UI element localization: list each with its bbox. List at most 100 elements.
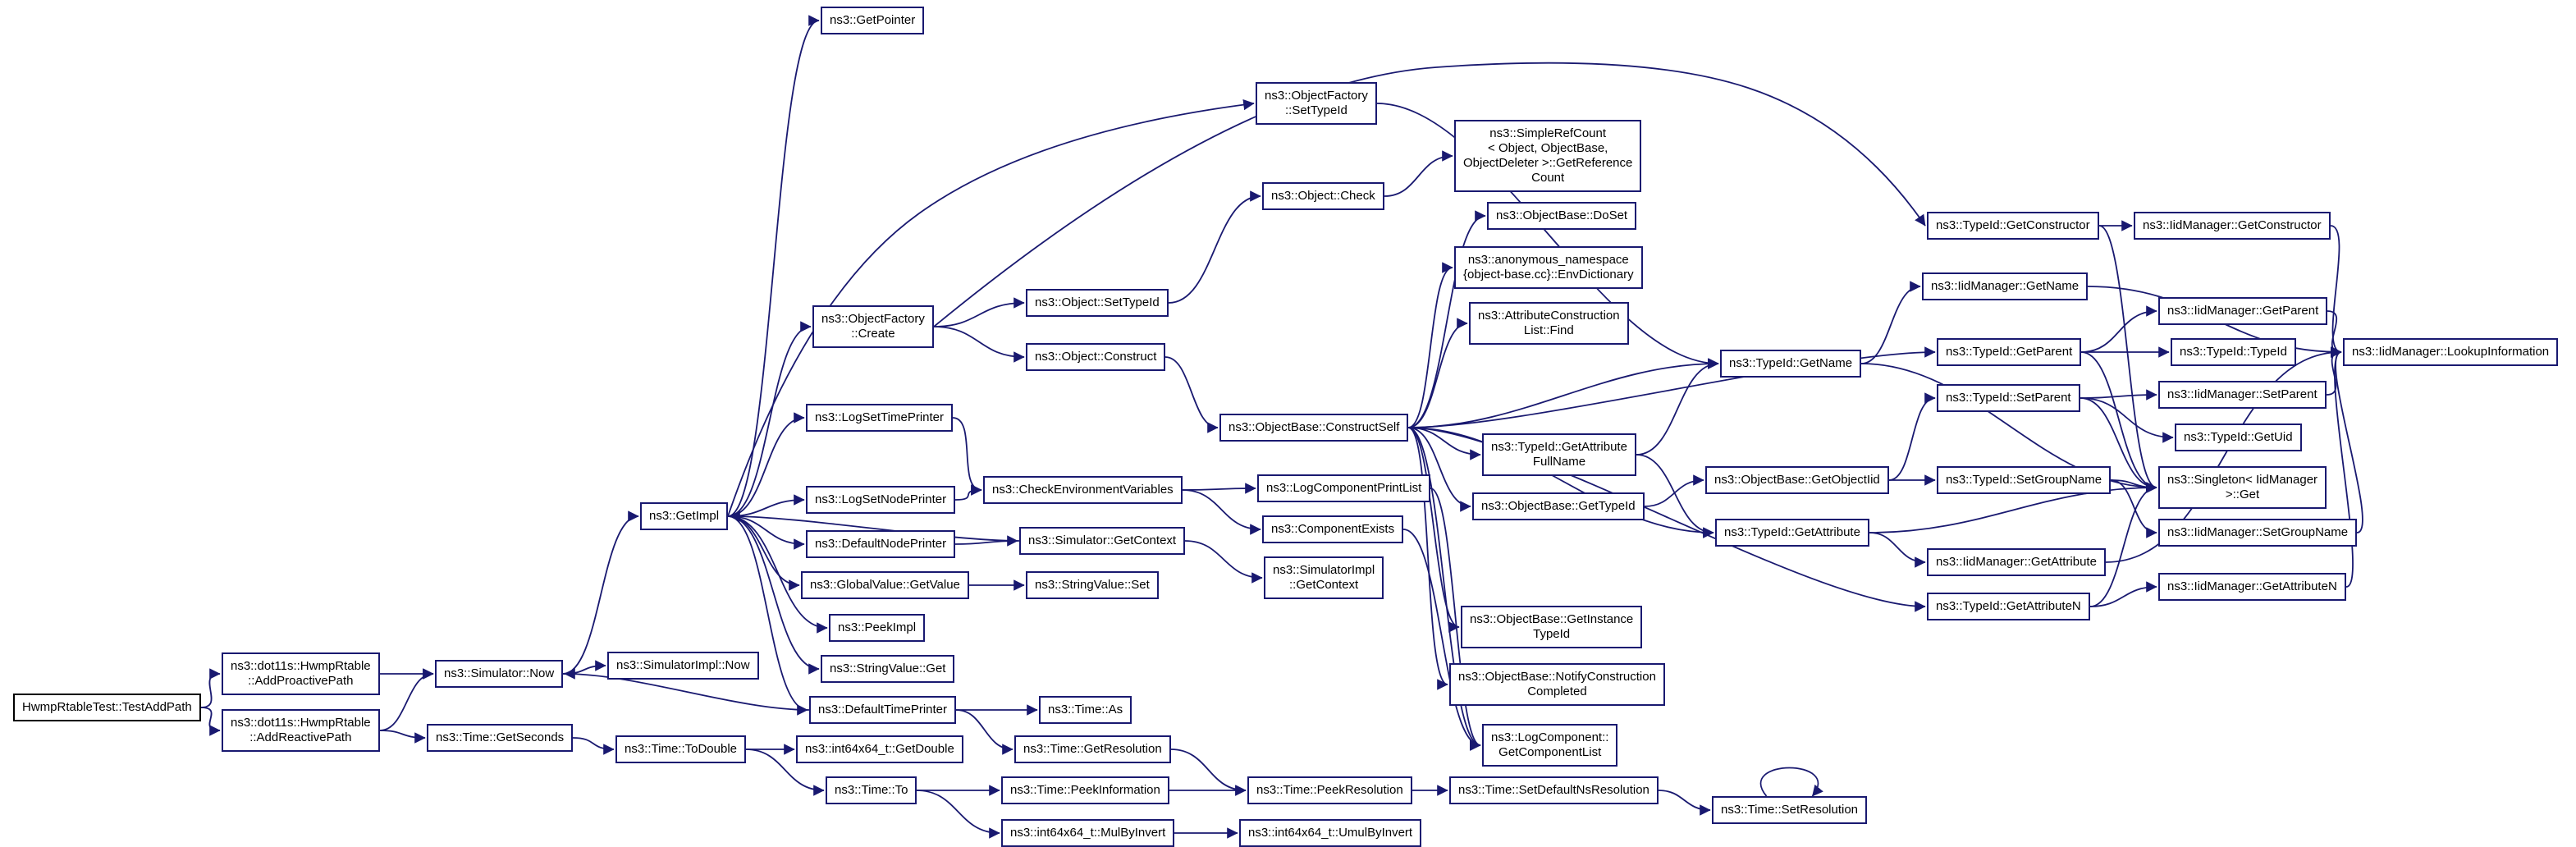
graph-node-offactcreate[interactable]: ns3::ObjectFactory ::Create: [812, 305, 934, 348]
call-edge-iidsetparent-to-lookupinfo: [2326, 346, 2342, 396]
graph-node-getimpl[interactable]: ns3::GetImpl: [640, 502, 729, 530]
graph-node-peekres[interactable]: ns3::Time::PeekResolution: [1247, 776, 1412, 804]
call-edge-tidsetgroup-to-iidsetgroup: [2110, 479, 2157, 538]
call-edge-offactcreate-to-objsettypeid: [933, 297, 1025, 327]
graph-node-aclfind[interactable]: ns3::AttributeConstruction List::Find: [1469, 302, 1629, 345]
graph-node-testaddpath: HwmpRtableTest::TestAddPath: [13, 694, 201, 721]
call-edge-logsetnode-to-checkenv: [954, 484, 982, 501]
graph-node-timeto[interactable]: ns3::Time::To: [826, 776, 917, 804]
graph-node-tidsetgroup[interactable]: ns3::TypeId::SetGroupName: [1937, 466, 2112, 494]
graph-node-iidgetparent[interactable]: ns3::IidManager::GetParent: [2158, 297, 2328, 325]
call-edge-getattrfull-to-tidgetname: [1636, 358, 1719, 456]
graph-node-logsetnode[interactable]: ns3::LogSetNodePrinter: [806, 486, 956, 514]
call-edge-tidsetparent-to-iidsetparent: [2080, 389, 2157, 401]
graph-node-logsettime[interactable]: ns3::LogSetTimePrinter: [806, 404, 954, 432]
graph-node-notifyconstr[interactable]: ns3::ObjectBase::NotifyConstruction Comp…: [1449, 663, 1665, 706]
call-edge-constructself-to-tidgetname: [1407, 358, 1719, 428]
graph-node-tidgetattr[interactable]: ns3::TypeId::GetAttribute: [1715, 519, 1869, 547]
graph-node-iidgetattrn[interactable]: ns3::IidManager::GetAttributeN: [2158, 573, 2346, 601]
call-edge-tidgetname-to-singletonget: [1860, 363, 2157, 493]
call-edge-getimpl-to-deftimeprinter: [727, 515, 808, 716]
graph-node-tidgetparent[interactable]: ns3::TypeId::GetParent: [1937, 338, 2082, 366]
graph-node-getattrfull[interactable]: ns3::TypeId::GetAttribute FullName: [1482, 433, 1636, 476]
graph-node-umulbyinvert[interactable]: ns3::int64x64_t::UmulByInvert: [1239, 819, 1422, 847]
graph-node-tidgetattrn[interactable]: ns3::TypeId::GetAttributeN: [1927, 593, 2090, 620]
call-edge-iidsetgroup-to-lookupinfo: [2331, 346, 2363, 533]
call-edge-deftimeprinter-to-simnow: [564, 668, 810, 711]
call-edge-getobjectiid-to-tidsetparent: [1888, 392, 1936, 481]
call-edge-tidgetparent-to-iidgetparent: [2080, 305, 2157, 353]
graph-node-iidgetattr[interactable]: ns3::IidManager::GetAttribute: [1927, 548, 2106, 576]
graph-node-gvgetvalue[interactable]: ns3::GlobalValue::GetValue: [801, 571, 969, 599]
call-edge-simgetcontext-to-simimplgetcontext: [1184, 540, 1263, 584]
graph-node-objcheck[interactable]: ns3::Object::Check: [1262, 182, 1384, 210]
graph-node-getinstancetid[interactable]: ns3::ObjectBase::GetInstance TypeId: [1461, 606, 1643, 648]
call-edge-checkenv-to-compexists: [1182, 489, 1261, 535]
graph-node-svset[interactable]: ns3::StringValue::Set: [1026, 571, 1159, 599]
graph-node-offactsettypeid[interactable]: ns3::ObjectFactory ::SetTypeId: [1256, 82, 1377, 125]
graph-node-peekinfo[interactable]: ns3::Time::PeekInformation: [1001, 776, 1169, 804]
graph-node-tidgetuid[interactable]: ns3::TypeId::GetUid: [2175, 424, 2302, 451]
graph-node-getobjectiid[interactable]: ns3::ObjectBase::GetObjectIid: [1705, 466, 1889, 494]
graph-node-timegetres[interactable]: ns3::Time::GetResolution: [1014, 735, 1171, 763]
call-edge-getimpl-to-logsettime: [727, 412, 805, 517]
graph-node-iidgetname[interactable]: ns3::IidManager::GetName: [1922, 272, 2089, 300]
graph-node-simimplnow[interactable]: ns3::SimulatorImpl::Now: [607, 652, 759, 680]
graph-node-tidsetparent[interactable]: ns3::TypeId::SetParent: [1937, 384, 2080, 412]
call-edge-iidgetattr-to-lookupinfo: [2105, 346, 2342, 563]
graph-node-timeas[interactable]: ns3::Time::As: [1039, 696, 1132, 724]
graph-node-peekimpl[interactable]: ns3::PeekImpl: [829, 614, 926, 642]
graph-node-defnodeprinter[interactable]: ns3::DefaultNodePrinter: [806, 530, 956, 558]
graph-node-envdict[interactable]: ns3::anonymous_namespace {object-base.cc…: [1454, 246, 1643, 289]
call-edge-setres-to-setres: [1759, 767, 1823, 797]
graph-node-logcompprint[interactable]: ns3::LogComponentPrintList: [1257, 474, 1431, 502]
graph-node-doset[interactable]: ns3::ObjectBase::DoSet: [1487, 202, 1637, 230]
call-edge-testaddpath-to-addreactive: [200, 707, 221, 736]
graph-node-tidtypeid[interactable]: ns3::TypeId::TypeId: [2171, 338, 2296, 366]
call-edge-constructself-to-doset: [1407, 210, 1486, 428]
call-edge-tidgetattrn-to-singletonget: [2089, 482, 2157, 607]
call-edge-logcompprint-to-getcomplist: [1430, 488, 1481, 751]
graph-node-iidgetconstructor[interactable]: ns3::IidManager::GetConstructor: [2134, 212, 2331, 240]
graph-node-svget[interactable]: ns3::StringValue::Get: [821, 655, 955, 683]
graph-node-constructself[interactable]: ns3::ObjectBase::ConstructSelf: [1219, 414, 1409, 442]
graph-node-getcomplist[interactable]: ns3::LogComponent:: GetComponentList: [1482, 724, 1618, 767]
call-edge-timegetres-to-peekres: [1170, 749, 1247, 796]
graph-node-simimplgetcontext[interactable]: ns3::SimulatorImpl ::GetContext: [1264, 556, 1384, 599]
graph-node-todouble[interactable]: ns3::Time::ToDouble: [615, 735, 747, 763]
call-edge-getseconds-to-todouble: [572, 737, 615, 755]
graph-node-addproactive[interactable]: ns3::dot11s::HwmpRtable ::AddProactivePa…: [222, 652, 380, 695]
call-edge-tidsetparent-to-singletonget: [2080, 397, 2157, 493]
graph-node-tidgetconstructor[interactable]: ns3::TypeId::GetConstructor: [1927, 212, 2099, 240]
graph-node-addreactive[interactable]: ns3::dot11s::HwmpRtable ::AddReactivePat…: [222, 709, 380, 752]
graph-node-tidgetname[interactable]: ns3::TypeId::GetName: [1720, 350, 1862, 378]
call-edge-deftimeprinter-to-timegetres: [955, 709, 1013, 755]
graph-node-singletonget[interactable]: ns3::Singleton< IidManager >::Get: [2158, 466, 2327, 509]
graph-node-getseconds[interactable]: ns3::Time::GetSeconds: [427, 724, 574, 752]
graph-node-simgetcontext[interactable]: ns3::Simulator::GetContext: [1019, 527, 1186, 555]
call-edge-tidgetattr-to-iidgetattr: [1869, 532, 1926, 568]
graph-node-getdouble[interactable]: ns3::int64x64_t::GetDouble: [796, 735, 963, 763]
call-edge-constructself-to-aclfind: [1407, 318, 1468, 428]
graph-node-iidsetgroup[interactable]: ns3::IidManager::SetGroupName: [2158, 519, 2358, 547]
call-edge-offactsettypeid-to-tidgetname: [1376, 103, 1719, 369]
graph-node-getrefcount[interactable]: ns3::SimpleRefCount < Object, ObjectBase…: [1454, 120, 1642, 192]
graph-node-mulbyinvert[interactable]: ns3::int64x64_t::MulByInvert: [1001, 819, 1175, 847]
graph-node-deftimeprinter[interactable]: ns3::DefaultTimePrinter: [809, 696, 957, 724]
graph-node-checkenv[interactable]: ns3::CheckEnvironmentVariables: [983, 476, 1183, 504]
graph-node-simnow[interactable]: ns3::Simulator::Now: [435, 660, 564, 688]
graph-node-objsettypeid[interactable]: ns3::Object::SetTypeId: [1026, 289, 1169, 317]
call-edge-constructself-to-tidgetattrn: [1407, 427, 1926, 612]
graph-node-iidsetparent[interactable]: ns3::IidManager::SetParent: [2158, 381, 2327, 409]
call-edge-constructself-to-getcomplist: [1407, 427, 1481, 751]
call-edge-tidgetparent-to-singletonget: [2080, 351, 2157, 493]
graph-node-setres[interactable]: ns3::Time::SetResolution: [1712, 796, 1868, 824]
graph-node-lookupinfo[interactable]: ns3::IidManager::LookupInformation: [2343, 338, 2559, 366]
graph-node-setdefaultns[interactable]: ns3::Time::SetDefaultNsResolution: [1449, 776, 1659, 804]
graph-node-objconstruct[interactable]: ns3::Object::Construct: [1026, 343, 1166, 371]
call-edge-logsettime-to-checkenv: [952, 417, 982, 496]
graph-node-obgettypeid[interactable]: ns3::ObjectBase::GetTypeId: [1472, 492, 1645, 520]
graph-node-getpointer[interactable]: ns3::GetPointer: [821, 7, 925, 34]
graph-node-compexists[interactable]: ns3::ComponentExists: [1262, 515, 1404, 543]
